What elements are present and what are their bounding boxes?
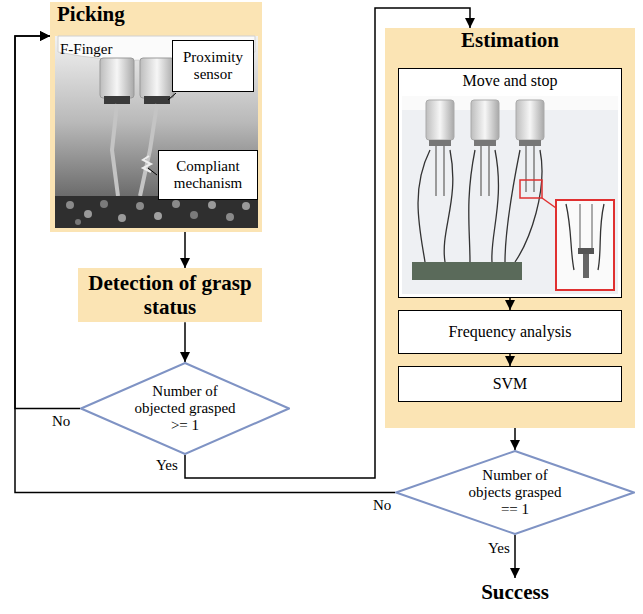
flow-arrow [185, 8, 470, 478]
process-text: Move and stop [462, 72, 557, 90]
callout-text: Compliant mechanism [163, 158, 253, 193]
flow-arrow [15, 36, 395, 493]
flow-arrow [509, 298, 511, 310]
process-box: SVM [398, 366, 622, 402]
edge-label: No [52, 413, 70, 430]
flow-arrow [184, 322, 186, 362]
panel-title: Picking [57, 2, 255, 26]
flow-arrow [514, 428, 516, 450]
flow-arrow [514, 535, 516, 578]
process-text: Frequency analysis [448, 323, 571, 341]
panel-title: Estimation [391, 28, 629, 52]
stage-panel: EstimationMove and stopFrequency analysi… [385, 28, 635, 428]
flow-arrow [184, 232, 186, 268]
decision-diamond: Number of objects grasped == 1 [395, 450, 635, 535]
terminal-text: Success [481, 580, 549, 604]
terminal-text-box: Success [460, 578, 570, 606]
callout-box: Compliant mechanism [158, 150, 258, 200]
decision-text: Number of objected grasped >= 1 [129, 383, 241, 435]
callout-box: Proximity sensor [172, 40, 254, 92]
flow-arrow [509, 354, 511, 366]
diamond-text-area: Number of objected grasped >= 1 [80, 362, 290, 455]
flow-arrow [15, 36, 80, 409]
edge-label: No [373, 497, 391, 514]
decision-diamond: Number of objected grasped >= 1 [80, 362, 290, 455]
picking-photo [55, 36, 258, 228]
edge-label: Yes [156, 457, 178, 474]
stage-panel: PickingProximity sensorCompliant mechani… [50, 2, 262, 232]
diamond-shape [396, 451, 634, 534]
process-box: Move and stop [398, 68, 622, 298]
decision-text: Number of objects grasped == 1 [461, 467, 569, 519]
diamond-shape [81, 363, 289, 454]
part-label: F-Finger [60, 41, 113, 58]
process-text: SVM [493, 375, 528, 393]
process-box: Frequency analysis [398, 310, 622, 354]
callout-text: Proximity sensor [177, 49, 249, 84]
process-text: Detection of grasp status [84, 271, 256, 319]
edge-label: Yes [488, 540, 510, 557]
estimation-photo [402, 96, 618, 294]
process-box: Detection of grasp status [78, 268, 262, 322]
diamond-text-area: Number of objects grasped == 1 [395, 450, 635, 535]
leader-lines [148, 93, 176, 175]
